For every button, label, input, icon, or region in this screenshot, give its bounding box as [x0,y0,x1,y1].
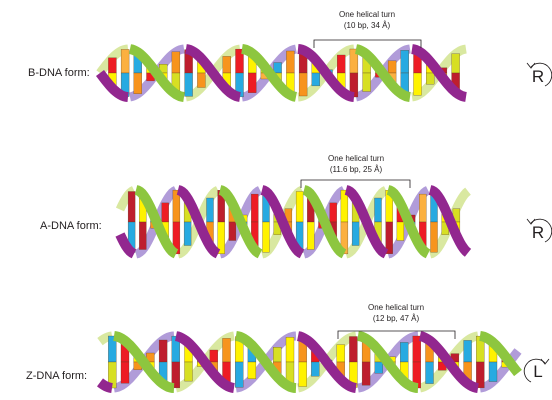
base-pair-half [330,203,337,222]
a-dna-helical-turn-bracket [301,180,410,188]
base-pair-half [296,192,303,223]
base-pair-half [128,192,135,223]
base-pair-half [431,222,438,252]
base-pair-half [414,73,422,95]
base-pair-half [229,222,236,241]
base-pair-half [184,222,191,246]
base-pair-half [121,49,129,73]
base-pair-half [286,337,294,362]
base-pair-half [121,362,129,383]
b-dna-helix [100,49,466,97]
backbone-strand-front [100,382,112,388]
right-handed-rotation-icon: R [527,63,552,86]
base-pair-half [363,73,371,92]
b-dna-row: B-DNA form: One helical turn (10 bp, 34 … [28,10,552,97]
base-pair-half [311,362,319,376]
b-dna-turn-title: One helical turn [339,10,395,19]
base-pair-half [337,345,345,362]
base-pair-half [400,342,408,362]
base-pair-half [426,73,434,84]
base-pair-half [375,198,382,222]
a-dna-form-label: A-DNA form: [40,220,102,232]
b-dna-form-label: B-DNA form: [28,67,90,79]
base-pair-half [312,73,320,86]
base-pair-half [452,54,460,73]
z-dna-form-label: Z-DNA form: [26,370,87,382]
base-pair-half [299,362,307,387]
base-pair-half [159,340,167,362]
z-dna-turn-detail: (12 bp, 47 Å) [373,314,420,323]
base-pair-half [489,362,497,382]
base-pair-half [248,362,256,379]
base-pair-half [197,73,205,88]
base-pair-half [223,56,231,73]
a-dna-turn-title: One helical turn [328,154,384,163]
base-pair-half [248,73,256,93]
z-dna-helix [100,336,518,388]
base-pair-half [464,340,472,362]
base-pair-half [210,350,218,362]
base-pair-half [337,55,345,73]
right-handed-rotation-icon: R [527,219,552,242]
a-dna-row: A-DNA form: One helical turn (11.6 bp, 2… [40,154,552,254]
base-pair-half [185,73,193,96]
a-dna-handedness: R [532,223,544,242]
base-pair-half [375,362,383,373]
b-dna-handedness: R [532,67,544,86]
base-pair-half [274,63,282,74]
z-dna-turn-title: One helical turn [368,303,424,312]
z-dna-handedness: L [533,362,542,381]
base-pair-half [162,203,169,222]
base-pair-half [426,362,434,384]
a-dna-turn-detail: (11.6 bp, 25 Å) [330,165,383,174]
base-pair-half [349,337,357,363]
base-pair-half [185,362,193,381]
base-pair-half [273,347,281,362]
base-pair-half [108,58,116,73]
base-pair-half [299,73,307,96]
base-pair-half [223,338,231,362]
base-pair-half [352,222,359,246]
base-pair-half [172,52,180,73]
z-dna-row: Z-DNA form: One helical turn (12 bp, 47 … [26,303,549,388]
a-dna-helix [120,190,468,254]
base-pair-half [362,362,370,385]
base-pair-half [401,50,409,73]
base-pair-half [286,51,294,73]
base-pair-half [235,362,243,387]
base-pair-half [139,222,146,250]
base-pair-half [419,194,426,222]
base-pair-half [307,222,314,250]
base-pair-half [251,194,258,222]
base-pair-half [388,61,396,73]
base-pair-half [207,198,214,222]
base-pair-half [134,73,142,94]
b-dna-turn-detail: (10 bp, 34 Å) [344,21,391,30]
left-handed-rotation-icon: L [524,359,549,382]
base-pair-half [397,222,404,241]
base-pair-half [263,222,270,252]
